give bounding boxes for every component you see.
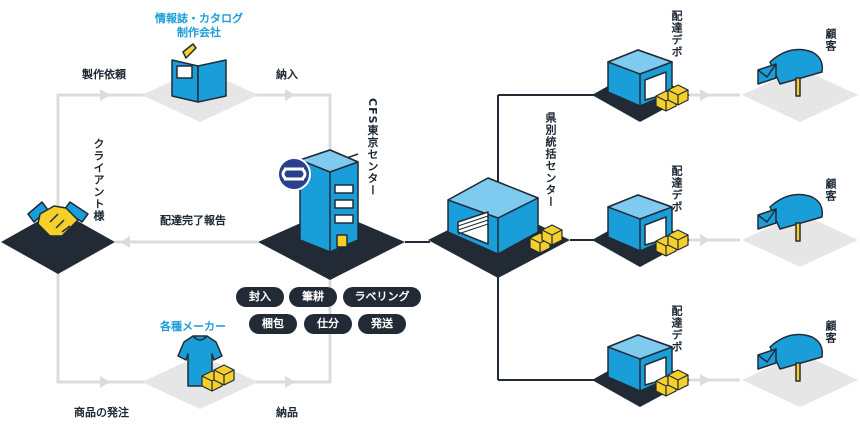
delivery-in-top-label: 納入	[276, 68, 298, 81]
service-pill-shipping: 発送	[358, 314, 406, 334]
depot-label-1: 配達デポ	[670, 10, 683, 58]
client-label: クライアント様	[92, 138, 105, 222]
service-pill-labeling: ラベリング	[343, 287, 421, 307]
makers-label: 各種メーカー	[160, 320, 226, 333]
warehouse-icon	[447, 177, 539, 255]
cfs-label: CFS東京センター	[366, 98, 379, 197]
depot-label-3: 配達デポ	[670, 305, 683, 353]
product-order-label: 商品の発注	[74, 406, 129, 419]
customer-label-3: 顧客	[824, 320, 837, 344]
service-pill-sorting: 仕分	[304, 314, 352, 334]
magazine-producer-label: 情報誌・カタログ 制作会社	[140, 12, 258, 40]
production-request-label: 製作依頼	[82, 68, 126, 81]
customer-label-2: 顧客	[824, 178, 837, 202]
service-pill-packing: 梱包	[249, 314, 297, 334]
service-pill-writing: 筆耕	[289, 287, 337, 307]
magazine-icon	[171, 43, 227, 103]
depot-label-2: 配達デポ	[670, 165, 683, 213]
delivery-in-bottom-label: 納品	[276, 406, 298, 419]
customer-label-1: 顧客	[824, 28, 837, 52]
delivery-complete-label: 配達完了報告	[160, 214, 226, 227]
cfs-logo-icon	[277, 157, 311, 191]
depot-icon	[607, 49, 673, 107]
magazine-label-line1: 情報誌・カタログ	[155, 12, 243, 25]
magazine-label-line2: 制作会社	[177, 26, 221, 39]
cfs-building-icon	[299, 149, 359, 253]
prefecture-center-label: 県別統括センター	[544, 112, 557, 208]
service-pill-enclosing: 封入	[236, 287, 284, 307]
mailbox-icon	[757, 48, 824, 97]
handshake-icon	[27, 201, 89, 237]
